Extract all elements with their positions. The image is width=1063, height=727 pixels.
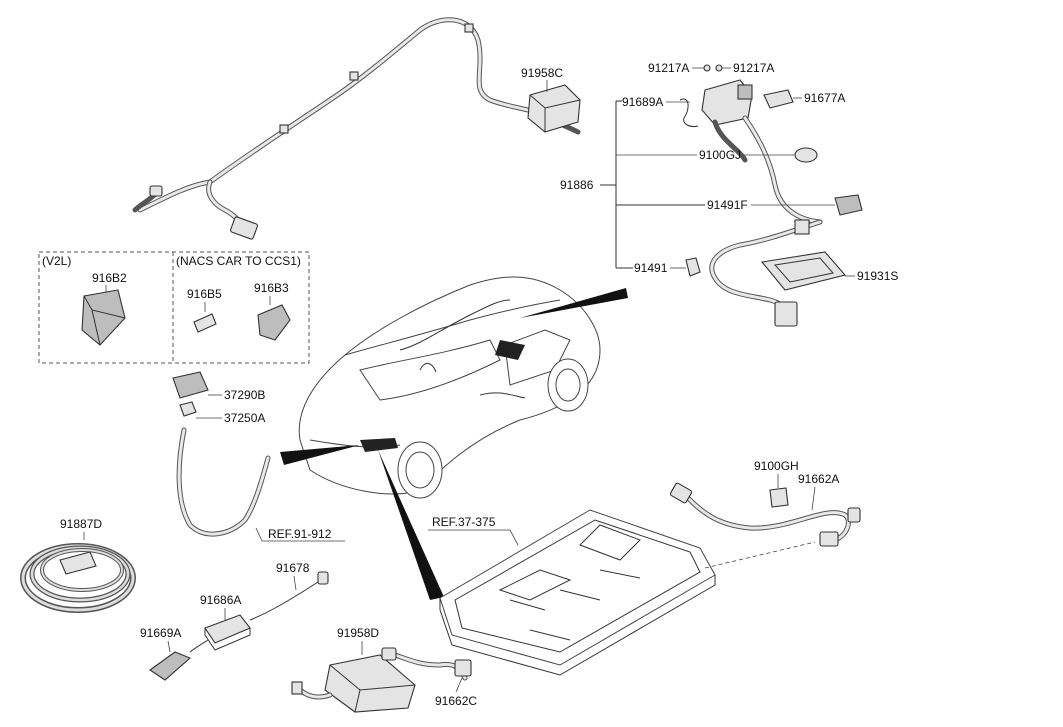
clip-91217a-right [715,64,723,72]
battery-pack [439,509,716,676]
battery-cable [172,371,271,537]
label-37250a: 37250A [224,411,265,425]
label-91662a: 91662A [798,472,839,486]
label-91886: 91886 [560,178,594,192]
cable-91662c [381,647,472,681]
module-91958c [527,84,581,133]
pointer-wedge-upper [520,288,628,318]
label-91491f: 91491F [707,198,748,212]
label-91669a: 91669A [140,626,181,640]
control-box-91686a [189,614,251,653]
label-37290b: 37290B [224,388,265,402]
label-91686a: 91686A [200,593,241,607]
adapter-box [38,251,310,364]
connector-91491f [834,194,863,216]
cord-91678 [249,581,319,621]
cable-91662a [669,482,861,547]
grommet-9100gh [769,487,789,508]
label-91662c: 91662C [435,694,477,708]
label-v2l: (V2L) [42,254,71,268]
label-91677a: 91677A [804,91,845,105]
label-916b5: 916B5 [187,287,222,301]
label-ref-37-375: REF.37-375 [432,515,496,529]
charge-inlet-91100gj [701,79,823,225]
sensor-wire-91689a [679,98,699,127]
cover-91931s [760,251,847,291]
label-91217a-left: 91217A [648,61,689,75]
connector-91491 [685,257,701,277]
pointer-wedge-left [280,445,360,465]
harness-lower-right [709,219,823,327]
module-91958d [291,654,416,713]
label-91958d: 91958D [337,626,379,640]
label-91678: 91678 [276,561,310,575]
adapter-916b2 [81,289,126,346]
label-916b3: 916B3 [254,281,289,295]
adapter-916b5 [193,313,217,333]
label-916b2: 916B2 [92,271,127,285]
adapter-916b3 [257,304,291,341]
label-9100gj: 9100GJ [699,148,741,162]
label-91958c: 91958C [521,66,563,80]
vehicle-outline [298,276,601,499]
coiled-cable-91887d [20,543,136,613]
upper-harness [132,17,581,240]
pointer-wedge-lower [378,450,444,600]
grommet-9100gj [794,147,818,163]
label-91931s: 91931S [857,269,898,283]
label-91491: 91491 [634,261,668,275]
clip-91217a-left [703,64,711,72]
label-91887d: 91887D [60,517,102,531]
plug-91669a [149,651,192,681]
label-91217a-right: 91217A [733,61,774,75]
label-ref-91-912: REF.91-912 [268,527,332,541]
bracket-91677a [763,89,794,109]
label-91689a: 91689A [622,95,663,109]
label-9100gh: 9100GH [754,459,799,473]
label-nacs: (NACS CAR TO CCS1) [176,254,301,268]
